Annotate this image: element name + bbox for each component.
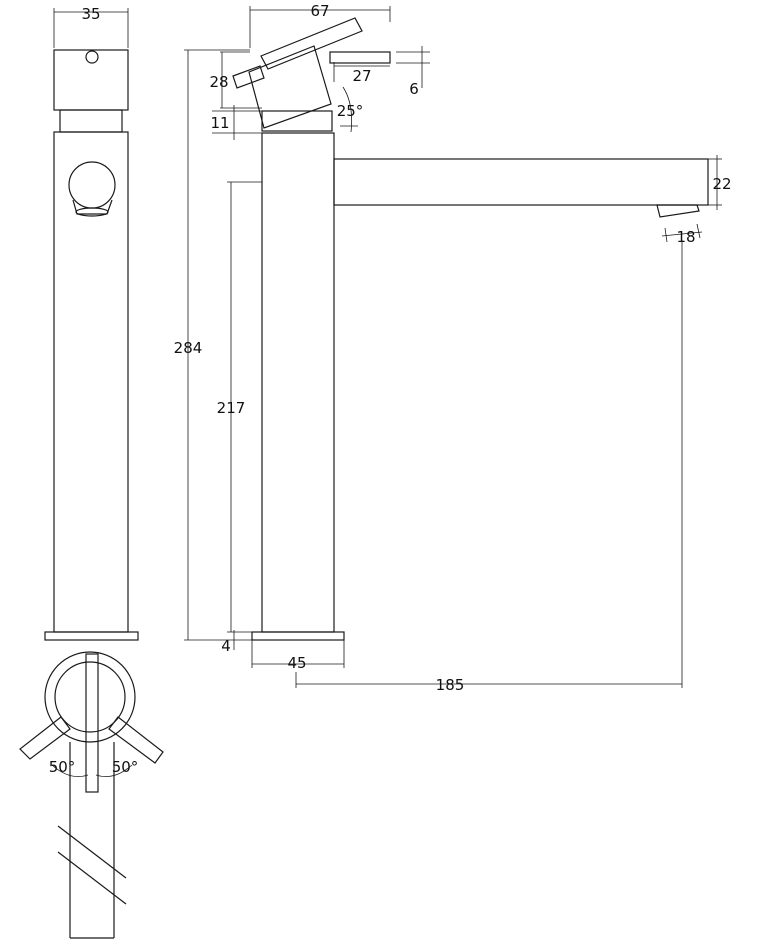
top-outer-circle [44,651,136,743]
dim-label-22: 22 [712,175,731,193]
dim-label-18: 18 [676,228,695,246]
dim-label-11: 11 [210,114,229,132]
front-indicator-dot [85,50,99,64]
dim-label-217: 217 [217,399,246,417]
front-body [53,131,129,633]
side-view: 67 28 27 6 [174,2,732,694]
top-view: 50° 50° [19,651,164,939]
dim-collar-11: 11 [210,105,262,140]
break-line-2 [57,851,127,905]
dim-handle-27: 27 [333,62,390,85]
dim-top-67: 67 [249,2,391,48]
dim-label-185: 185 [436,676,465,694]
front-collar [59,109,123,133]
side-lever-tip [232,65,265,89]
dim-height-284: 284 [174,49,252,641]
dim-label-6: 6 [409,80,419,98]
dim-label-4: 4 [221,637,231,655]
side-lever-arm [260,17,363,70]
dim-label-27: 27 [352,67,371,85]
dim-label-45: 45 [287,654,306,672]
top-lever [85,653,99,793]
dim-label-35: 35 [81,5,100,23]
side-collar [261,110,333,132]
front-handle-cap [53,49,129,111]
dim-reach-185: 185 [295,240,683,694]
top-lever-right [108,716,164,764]
dim-aerator-18: 18 [661,223,703,246]
dim-width-35: 35 [53,5,129,48]
side-body [261,132,335,633]
dim-handle-6: 6 [396,46,430,98]
dim-label-28: 28 [209,73,228,91]
side-handle-block [248,45,332,129]
top-inner-circle [54,661,126,733]
dim-label-25deg: 25° [337,102,364,120]
dim-label-50-left: 50° [49,758,76,776]
front-view: 35 [44,5,139,641]
side-spout [333,158,709,206]
side-aerator [656,204,700,218]
dim-height-217: 217 [217,181,262,633]
dim-label-284: 284 [174,339,203,357]
front-aerator [72,199,113,215]
dim-label-50-right: 50° [112,758,139,776]
top-lever-left [19,716,71,760]
dim-handle-28: 28 [209,51,262,109]
front-base-plate [44,631,139,641]
side-horizontal-lever [329,51,391,64]
dim-base-4: 4 [221,630,235,655]
dim-spout-22: 22 [708,155,732,210]
side-base-plate [251,631,345,641]
dim-label-67: 67 [310,2,329,20]
dim-base-45: 45 [251,640,345,672]
dim-angle-25: 25° [337,86,364,133]
front-spout-outlet [68,161,116,209]
break-line-1 [57,825,127,879]
front-aerator-ring [75,207,109,217]
